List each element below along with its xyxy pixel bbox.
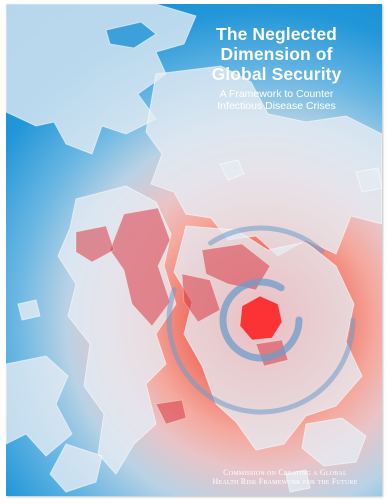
cover-subtitle-line: A Framework to Counter — [219, 88, 334, 100]
cover-title: The Neglected Dimension of Global Securi… — [189, 24, 364, 84]
commission-credit: Commission on Creating a Global Health R… — [210, 468, 360, 486]
cover-subtitle-line: Infectious Disease Crises — [217, 100, 336, 112]
cover-subtitle: A Framework to Counter Infectious Diseas… — [189, 88, 364, 112]
cover-title-line: The Neglected — [216, 24, 337, 44]
cover-title-line: Dimension of — [220, 44, 333, 64]
world-map-hotspot-icon — [6, 4, 382, 493]
commission-credit-line: Health Risk Framework for the Future — [212, 477, 358, 486]
commission-credit-line: Commission on Creating a Global — [223, 468, 347, 477]
report-cover: The Neglected Dimension of Global Securi… — [6, 4, 382, 496]
cover-title-line: Global Security — [211, 64, 342, 84]
